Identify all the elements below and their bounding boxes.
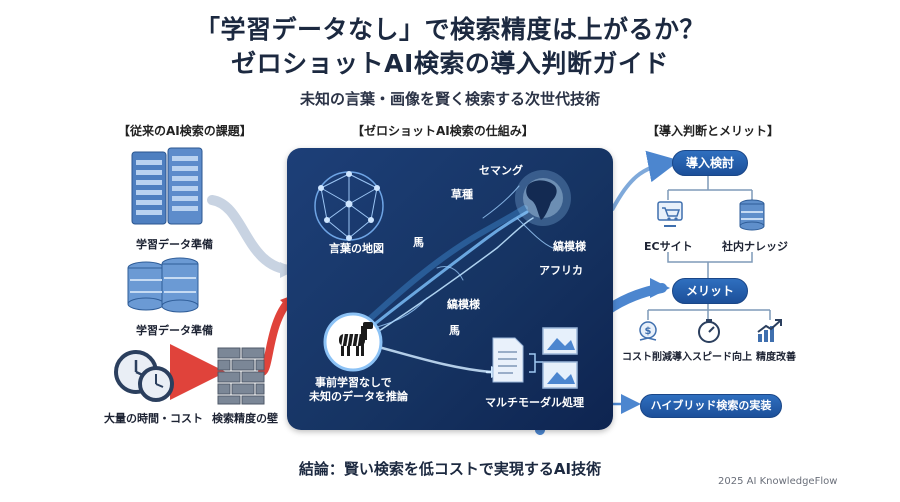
blue-arrow-to-review [610, 150, 680, 211]
zero-shot-mechanism-panel: 言葉の地図 セマング 草種 縞模様 馬 アフリカ 縞模様 馬 事前学習なしで 未… [287, 148, 613, 430]
word-label: 縞模様 [447, 298, 480, 311]
inference-label-line1: 事前学習なしで [315, 376, 392, 389]
word-label: 馬 [413, 236, 424, 249]
option-internal-knowledge: 社内ナレッジ [722, 240, 788, 253]
africa-map-icon [526, 180, 557, 220]
review-step-pill: 導入検討 [672, 150, 748, 176]
brick-wall-icon [217, 347, 265, 405]
left-label-time-cost: 大量の時間・コスト [104, 412, 203, 425]
panel-graphics [314, 170, 578, 389]
left-label-accuracy-wall: 検索精度の壁 [212, 412, 278, 425]
growth-chart-icon [757, 319, 782, 342]
gray-flow-arrow [207, 195, 297, 275]
benefit-accuracy: 精度改善 [756, 352, 796, 363]
page-title: 「学習データなし」で検索精度は上がるか？ [194, 15, 705, 44]
cart-icon [657, 201, 683, 227]
word-label: アフリカ [539, 264, 583, 277]
hybrid-search-pill: ハイブリッド検索の実装 [640, 394, 782, 418]
multimodal-label: マルチモーダル処理 [485, 396, 584, 409]
word-label: 草種 [451, 188, 473, 201]
clock-icon [114, 350, 174, 402]
left-label-data-prep-2: 学習データ準備 [136, 324, 213, 337]
word-label: セマング [479, 164, 523, 177]
center-section-heading: 【ゼロショットAI検索の仕組み】 [352, 124, 534, 138]
stopwatch-icon [698, 319, 720, 343]
word-map-label: 言葉の地図 [329, 242, 384, 255]
benefit-speed: 導入スピード向上 [672, 352, 752, 363]
benefit-cost-reduction: コスト削減 [622, 352, 672, 363]
conclusion-text: 結論：賢い検索を低コストで実現するAI技術 [298, 460, 602, 478]
network-globe-icon [314, 171, 384, 241]
inference-label-line2: 未知のデータを推論 [309, 390, 408, 403]
right-section-heading: 【導入判断とメリット】 [647, 124, 780, 138]
word-label: 縞模様 [553, 240, 586, 253]
database-icon [739, 199, 765, 231]
server-rack-icon [131, 147, 203, 225]
coin-icon: $ [639, 321, 657, 341]
merit-step-pill: メリット [672, 278, 748, 304]
zebra-icon [339, 322, 373, 356]
red-arrow-up [258, 296, 294, 376]
left-section-heading: 【従来のAI検索の課題】 [118, 124, 252, 138]
database-stack-icon [127, 257, 199, 313]
document-icon [492, 337, 524, 383]
image-icon [542, 327, 578, 389]
word-label: 馬 [449, 324, 460, 337]
option-ec-site: ECサイト [644, 240, 693, 253]
svg-text:$: $ [645, 326, 652, 337]
credit-text: 2025 AI KnowledgeFlow [718, 476, 838, 487]
left-label-data-prep-1: 学習データ準備 [136, 238, 213, 251]
page-title-line2: ゼロショットAI検索の導入判断ガイド [231, 49, 669, 78]
page-subtitle: 未知の言葉・画像を賢く検索する次世代技術 [299, 90, 600, 108]
